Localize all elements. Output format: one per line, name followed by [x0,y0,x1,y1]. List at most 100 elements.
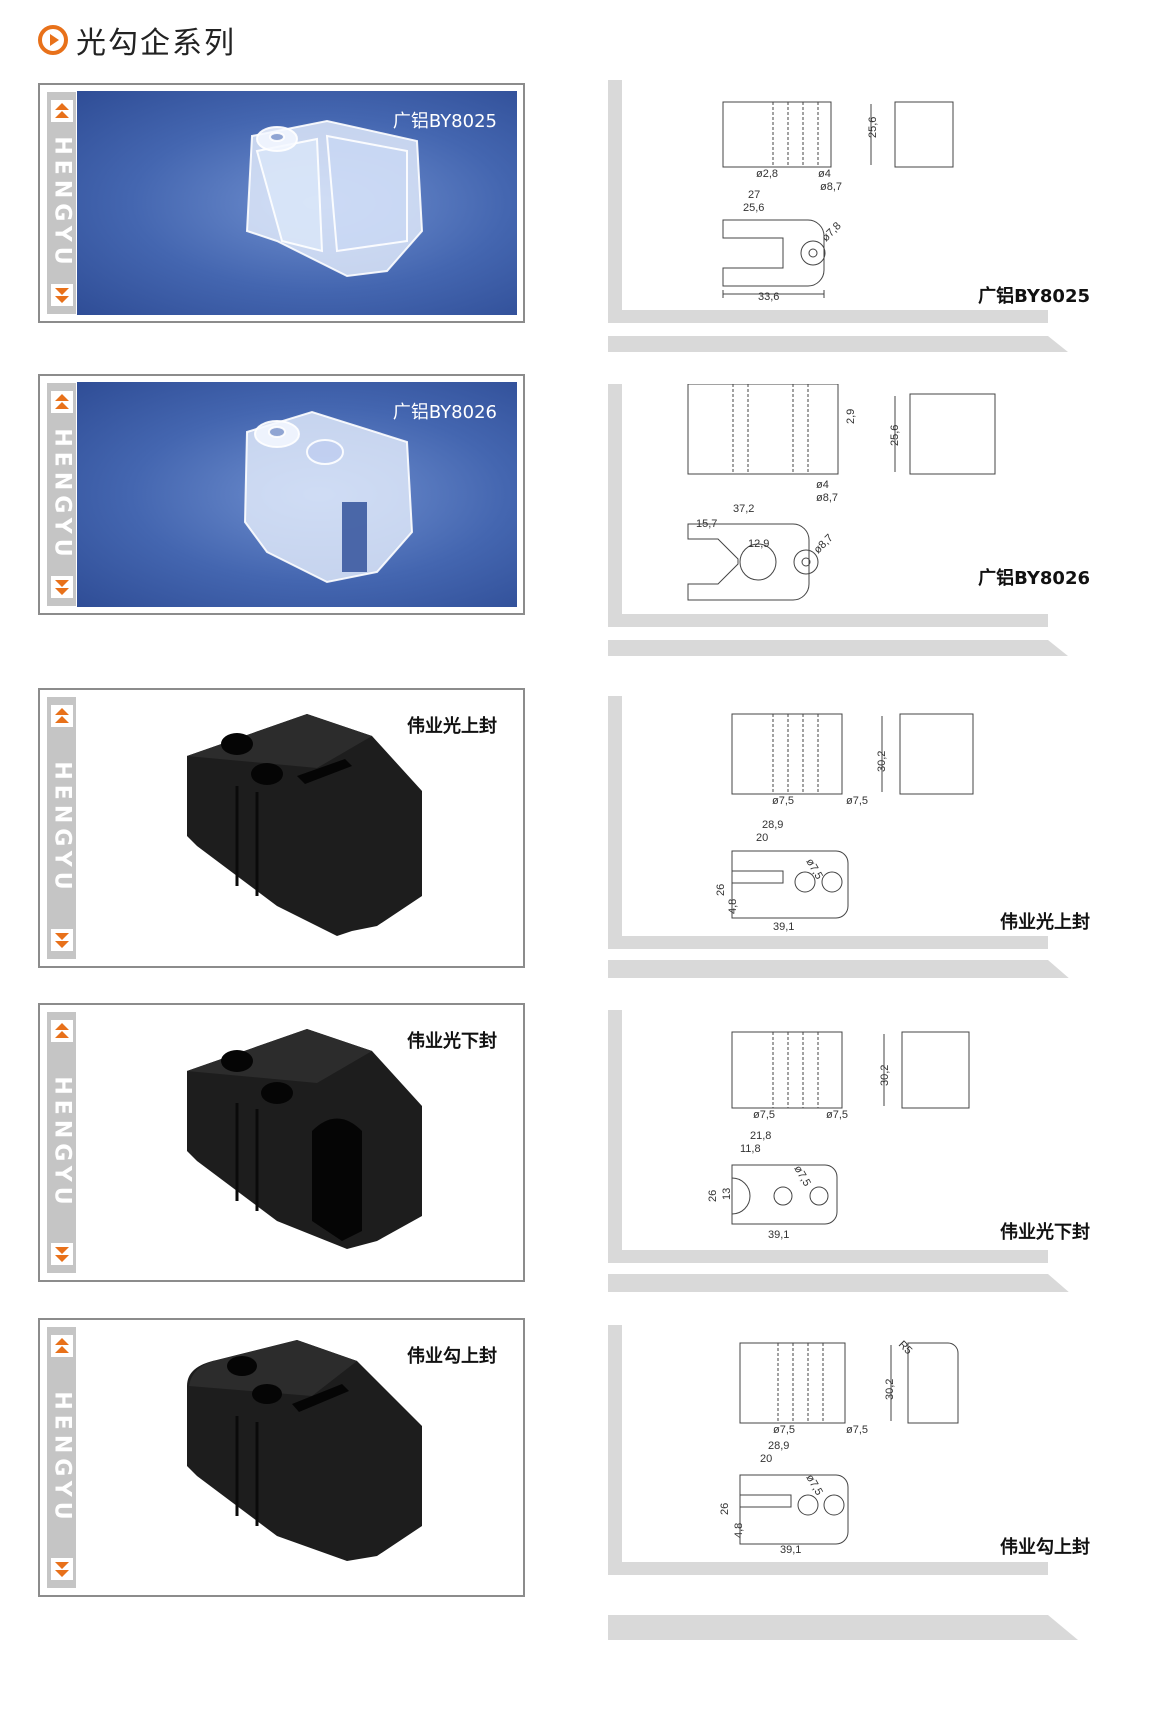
product-name: 伟业光上封 [407,716,497,737]
product-name: 广铝BY8026 [392,402,497,423]
dimension-label: 33,6 [758,291,779,303]
dimension-label: ø8,7 [816,492,838,504]
product-photo: 广铝BY8026 [77,382,517,607]
product-card: HENGYU 伟业光下封 [38,1003,525,1282]
dimension-label: 20 [756,832,768,844]
dimension-label: ø7,5 [826,1109,848,1121]
technical-drawing: 30,2 ø7,5 ø7,5 21,8 11,8 ø7,5 26 13 39,1… [608,1010,1128,1292]
brand-text: HENGYU [49,1390,74,1525]
technical-drawing-svg: R5 30,2 ø7,5 ø7,5 28,9 20 ø7,5 26 4,8 39… [608,1325,1078,1640]
dimension-label: 4,8 [727,899,739,914]
black-seal-image [187,1029,422,1249]
dimension-label: ø4 [818,168,831,180]
page-title: 光勾企系列 [76,26,236,61]
dimension-label: 21,8 [750,1130,771,1142]
technical-drawing-svg: 25,6 ø2,8 ø4 ø8,7 27 25,6 ø7,8 33,6 [608,80,1068,352]
dimension-label: ø4 [816,479,829,491]
clear-clip-image [245,119,424,278]
product-name: 伟业光下封 [407,1031,497,1052]
double-down-arrow-icon [51,1243,73,1265]
product-card: HENGYU 广铝BY8025 [38,83,525,323]
drawing-label: 伟业光上封 [1000,912,1090,933]
product-photo: 广铝BY8025 [77,91,517,315]
black-seal-image [187,714,422,936]
dimension-label: ø7,5 [846,1424,868,1436]
technical-drawing-svg: 30,2 ø7,5 ø7,5 21,8 11,8 ø7,5 26 13 39,1 [608,1010,1069,1292]
double-up-arrow-icon [51,1020,73,1042]
product-photo: 伟业勾上封 [77,1326,517,1589]
dimension-label: ø8,7 [812,532,836,556]
dimension-label: 13 [721,1188,733,1200]
dimension-label: 28,9 [768,1440,789,1452]
dimension-label: 27 [748,189,760,201]
dimension-label: 28,9 [762,819,783,831]
technical-drawing-svg: 25,6 2,9 ø4 ø8,7 37,2 15,7 12,9 ø8,7 [608,384,1068,656]
double-up-arrow-icon [51,391,73,413]
dimension-label: 39,1 [780,1544,801,1556]
dimension-label: ø2,8 [756,168,778,180]
dimension-label: 26 [719,1503,731,1515]
dimension-label: ø8,7 [820,181,842,193]
page-header: 光勾企系列 [38,20,236,61]
dimension-label: 12,9 [748,538,769,550]
drawing-label: 广铝BY8026 [978,568,1090,589]
product-card: HENGYU 广铝BY8026 [38,374,525,615]
brand-text: HENGYU [49,761,74,895]
double-up-arrow-icon [51,100,73,122]
product-name: 广铝BY8025 [392,111,497,132]
dimension-label: 4,8 [733,1523,745,1538]
technical-drawing: 25,6 2,9 ø4 ø8,7 37,2 15,7 12,9 ø8,7 广铝B… [608,384,1128,656]
double-down-arrow-icon [51,284,73,306]
dimension-label: ø7,5 [846,795,868,807]
dimension-label: 30,2 [884,1379,896,1400]
brand-strip: HENGYU [46,696,77,960]
dimension-label: 37,2 [733,503,754,515]
clear-clip-image [243,410,414,584]
dimension-label: 20 [760,1453,772,1465]
dimension-label: 11,8 [740,1143,761,1155]
black-seal-image [187,1340,422,1561]
dimension-label: 2,9 [845,409,857,424]
brand-text: HENGYU [49,427,74,562]
dimension-label: ø7,8 [820,220,844,244]
technical-drawing-svg: 30,2 ø7,5 ø7,5 28,9 20 ø7,5 26 4,8 39,1 [608,696,1069,978]
dimension-label: 15,7 [696,518,717,530]
brand-strip: HENGYU [46,1011,77,1274]
dimension-label: 30,2 [879,1065,891,1086]
brand-strip: HENGYU [46,91,77,315]
dimension-label: ø7,5 [753,1109,775,1121]
brand-text: HENGYU [49,1075,74,1210]
product-card: HENGYU 伟业光上封 [38,688,525,968]
double-down-arrow-icon [51,929,73,951]
dimension-label: 26 [715,884,727,896]
double-down-arrow-icon [51,1558,73,1580]
product-photo: 伟业光上封 [77,696,517,960]
brand-text: HENGYU [49,136,74,270]
double-down-arrow-icon [51,576,73,598]
dimension-label: 39,1 [768,1229,789,1241]
drawing-label: 广铝BY8025 [978,286,1090,307]
technical-drawing: 30,2 ø7,5 ø7,5 28,9 20 ø7,5 26 4,8 39,1 … [608,696,1128,978]
dimension-label: ø7,5 [791,1164,812,1189]
dimension-label: ø7,5 [773,1424,795,1436]
dimension-label: 30,2 [876,751,888,772]
product-card: HENGYU 伟业勾上封 [38,1318,525,1597]
dimension-label: ø7,5 [772,795,794,807]
dimension-label: 39,1 [773,921,794,933]
dimension-label: ø7,5 [803,1473,824,1498]
dimension-label: 25,6 [743,202,764,214]
technical-drawing: 25,6 ø2,8 ø4 ø8,7 27 25,6 ø7,8 33,6 广铝BY… [608,80,1128,352]
product-photo: 伟业光下封 [77,1011,517,1274]
brand-strip: HENGYU [46,382,77,607]
dimension-label: 25,6 [889,425,901,446]
double-up-arrow-icon [51,1335,73,1357]
dimension-label: 25,6 [867,117,879,138]
drawing-label: 伟业光下封 [1000,1222,1090,1243]
brand-strip: HENGYU [46,1326,77,1589]
drawing-label: 伟业勾上封 [1000,1537,1090,1558]
dimension-label: 26 [707,1190,719,1202]
dimension-label: ø7,5 [803,857,824,882]
play-circle-icon [38,25,68,55]
technical-drawing: R5 30,2 ø7,5 ø7,5 28,9 20 ø7,5 26 4,8 39… [608,1325,1128,1655]
double-up-arrow-icon [51,705,73,727]
